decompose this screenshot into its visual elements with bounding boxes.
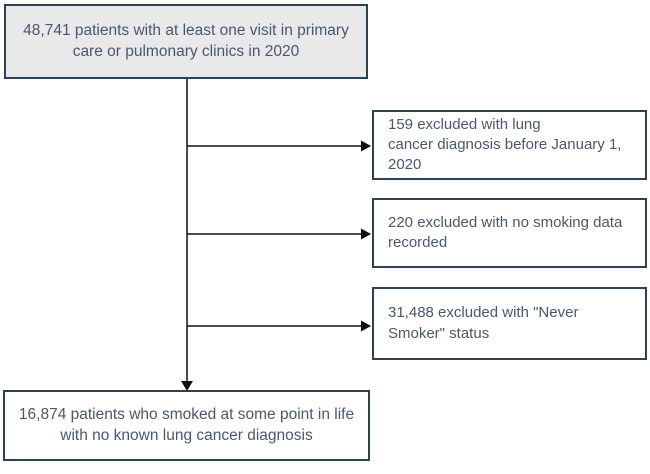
exclusion-box-never-smoker: 31,488 excluded with "Never Smoker" stat… bbox=[372, 287, 647, 360]
branch-arrow-3 bbox=[187, 320, 371, 332]
initial-cohort-box: 48,741 patients with at least one visit … bbox=[4, 4, 368, 79]
exclusion-box-lung-cancer-diagnosis: 159 excluded with lung cancer diagnosis … bbox=[372, 110, 647, 180]
final-cohort-box: 16,874 patients who smoked at some point… bbox=[3, 390, 370, 461]
down-arrow bbox=[181, 79, 193, 391]
branch-arrow-2 bbox=[187, 228, 371, 240]
branch-arrow-1 bbox=[187, 140, 371, 152]
exclusion-box-no-smoking-data: 220 excluded with no smoking data record… bbox=[372, 198, 647, 268]
